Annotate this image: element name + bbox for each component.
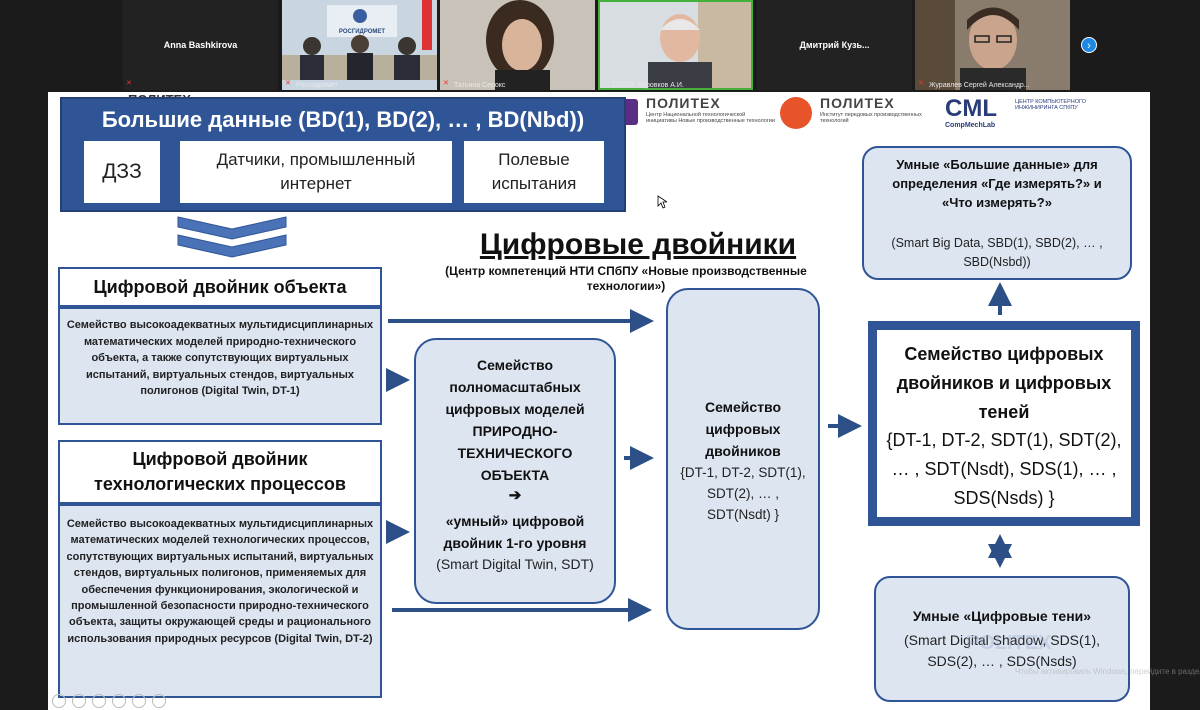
dt-shadows-family-panel: Семейство цифровых двойников и цифровых …: [868, 321, 1140, 526]
page-subtitle: (Центр компетенций НТИ СПбПУ «Новые прои…: [445, 264, 807, 293]
dt-family-box: Семейство цифровых двойников {DT-1, DT-2…: [666, 288, 820, 630]
dt-process-description: Семейство высокоадекватных мультидисципл…: [66, 518, 374, 645]
politex-watermark: POLITEX: [966, 632, 1052, 654]
participant-label: Журавлев Сергей Александр...: [929, 82, 1030, 89]
reaction-icon[interactable]: [112, 694, 126, 708]
smart-big-data-title: Умные «Большие данные» для определения «…: [892, 157, 1102, 210]
dt-family-list: {DT-1, DT-2, SDT(1), SDT(2), … , SDT(Nsd…: [680, 465, 806, 522]
reaction-icon[interactable]: [52, 694, 66, 708]
politeh-orange-logo-icon: [780, 97, 812, 129]
participant-tile[interactable]: РОСГИДРОМЕТ ✕ Росгидромет: [282, 0, 437, 90]
dt-object-box: Семейство высокоадекватных мультидисципл…: [58, 307, 382, 425]
svg-text:РОСГИДРОМЕТ: РОСГИДРОМЕТ: [339, 29, 386, 35]
video-feed-image: [598, 0, 753, 90]
page-title: Цифровые двойники: [479, 228, 797, 261]
muted-mic-icon: ✕: [443, 80, 449, 87]
big-data-title: Большие данные (BD(1), BD(2), … , BD(Nbd…: [101, 107, 585, 132]
video-feed-image: [440, 0, 595, 90]
participant-tile[interactable]: ✕ Татьяна Серокс: [440, 0, 595, 90]
next-page-arrow-icon[interactable]: ›: [1081, 37, 1097, 53]
smart-big-data-box: Умные «Большие данные» для определения «…: [862, 146, 1132, 280]
participant-name: Anna Bashkirova: [163, 40, 238, 50]
windows-activation-notice: Чтобы активировать Windows, перейдите в …: [1015, 667, 1200, 676]
big-data-panel: Большие данные (BD(1), BD(2), … , BD(Nbd…: [60, 97, 626, 212]
participant-tile[interactable]: Дмитрий Кузь...: [757, 0, 912, 90]
participant-video-strip: Anna Bashkirova ✕ РОСГИДРОМЕТ ✕ Росгидро…: [0, 0, 1200, 90]
dt-shadows-family-title: Семейство цифровых двойников и цифровых …: [896, 344, 1112, 422]
full-scale-models-title: Семейство полномасштабных цифровых модел…: [445, 357, 585, 483]
smart-digital-shadows-title: Умные «Цифровые тени»: [912, 608, 1092, 624]
video-feed-image: РОСГИДРОМЕТ: [282, 0, 437, 90]
participant-label: Татьяна Серокс: [454, 82, 506, 89]
dzz-box: ДЗЗ: [84, 141, 160, 203]
muted-mic-icon: ✕: [918, 80, 924, 87]
dt-family-title: Семейство цифровых двойников: [704, 399, 782, 459]
dt-object-description: Семейство высокоадекватных мультидисципл…: [66, 319, 374, 397]
reaction-icon[interactable]: [132, 694, 146, 708]
chevron-down-icon: [177, 216, 287, 258]
participant-label: СПбПУ Боровков А.И.: [612, 82, 684, 89]
smart-digital-shadows-box: Умные «Цифровые тени» (Smart Digital Sha…: [874, 576, 1130, 702]
smart-twin-title: «умный» цифровой двойник 1-го уровня: [443, 513, 587, 551]
smart-twin-label: (Smart Digital Twin, SDT): [436, 556, 594, 572]
reaction-icon[interactable]: [152, 694, 166, 708]
reactions-bar: [52, 694, 166, 708]
dt-object-header: Цифровой двойник объекта: [58, 267, 382, 307]
smart-big-data-label: (Smart Big Data, SBD(1), SBD(2), … , SBD…: [891, 236, 1103, 269]
sensors-box: Датчики, промышленный интернет: [180, 141, 452, 203]
field-tests-box: Полевые испытания: [464, 141, 604, 203]
flow-arrows: [386, 282, 1012, 622]
dt-process-box: Семейство высокоадекватных мультидисципл…: [58, 504, 382, 698]
reaction-icon[interactable]: [92, 694, 106, 708]
full-scale-models-box: Семейство полномасштабных цифровых модел…: [414, 338, 616, 604]
participant-tile[interactable]: Anna Bashkirova ✕: [123, 0, 278, 90]
mouse-cursor-icon: [657, 195, 667, 209]
participant-label: Росгидромет: [296, 82, 338, 89]
participant-name: Дмитрий Кузь...: [799, 40, 870, 50]
shared-presentation-slide: ПОЛИТЕХ ПОЛИТЕХ Центр Национальной техно…: [48, 92, 1150, 710]
dt-shadows-family-list: {DT-1, DT-2, SDT(1), SDT(2), … , SDT(Nsd…: [886, 430, 1122, 508]
logo-politeh-institute: ПОЛИТЕХ Институт передовых производствен…: [778, 95, 938, 131]
smart-digital-shadows-label: (Smart Digital Shadow, SDS(1), SDS(2), ……: [903, 632, 1101, 669]
participant-tile[interactable]: ✕ Журавлев Сергей Александр...: [915, 0, 1070, 90]
muted-mic-icon: ✕: [126, 80, 132, 87]
dt-process-header: Цифровой двойник технологических процесс…: [58, 440, 382, 504]
arrow-right-icon: ➔: [508, 487, 522, 504]
participant-tile-active-speaker[interactable]: СПбПУ Боровков А.И.: [598, 0, 753, 90]
video-feed-image: [915, 0, 1070, 90]
logo-cml: CML ЦЕНТР КОМПЬЮТЕРНОГО ИНЖИНИРИНГА СПбП…: [945, 95, 1086, 129]
muted-mic-icon: ✕: [285, 80, 291, 87]
reaction-icon[interactable]: [72, 694, 86, 708]
